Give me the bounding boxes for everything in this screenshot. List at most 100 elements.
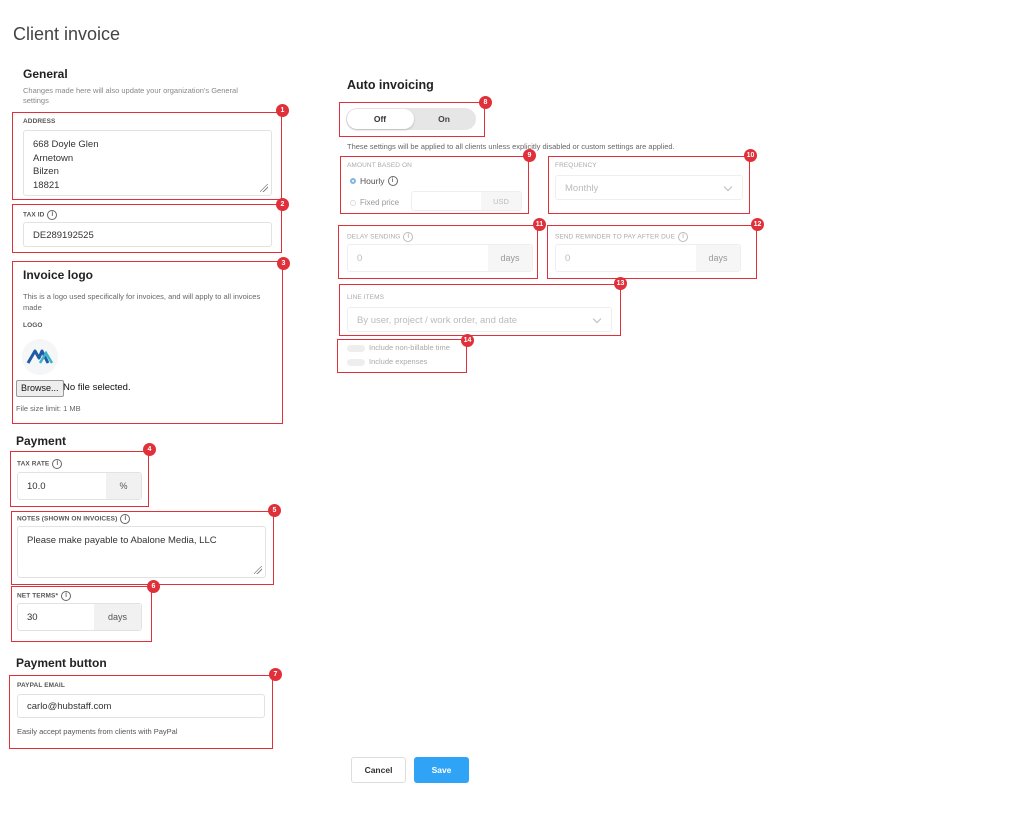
net-terms-value[interactable]: 30 <box>27 612 38 623</box>
highlight-frequency <box>548 156 750 214</box>
paypal-email-input[interactable]: carlo@hubstaff.com <box>17 694 265 718</box>
badge-9: 9 <box>523 149 536 162</box>
net-terms-field[interactable]: 30 days <box>17 603 142 631</box>
badge-6: 6 <box>147 580 160 593</box>
badge-2: 2 <box>276 198 289 211</box>
line-items-select[interactable]: By user, project / work order, and date <box>347 307 612 332</box>
browse-button[interactable]: Browse... <box>16 380 64 397</box>
tax-id-label: TAX IDi <box>23 210 58 220</box>
page-title: Client invoice <box>13 24 121 44</box>
highlight-tax-id <box>12 204 282 253</box>
badge-5: 5 <box>268 504 281 517</box>
include-nonbillable-label: Include non-billable time <box>369 343 450 352</box>
badge-14: 14 <box>461 334 474 347</box>
net-terms-label-text: NET TERMS* <box>17 592 59 600</box>
address-label: ADDRESS <box>23 118 56 125</box>
badge-7: 7 <box>269 668 282 681</box>
badge-10: 10 <box>744 149 757 162</box>
invoice-logo-title: Invoice logo <box>23 268 94 282</box>
include-expenses-toggle[interactable]: Include expenses <box>347 357 427 366</box>
badge-4: 4 <box>143 443 156 456</box>
chevron-down-icon <box>723 182 733 192</box>
toggle-switch-icon <box>347 344 365 352</box>
delay-label: DELAY SENDINGi <box>347 232 414 242</box>
frequency-value: Monthly <box>565 183 599 194</box>
address-line: 18821 <box>33 179 60 191</box>
address-line: 668 Doyle Glen <box>33 139 99 150</box>
info-icon[interactable]: i <box>120 514 131 524</box>
tax-rate-value[interactable]: 10.0 <box>27 481 46 492</box>
toggle-on-option[interactable]: On <box>438 114 450 124</box>
net-terms-unit: days <box>94 604 141 630</box>
highlight-address <box>12 112 282 200</box>
info-icon[interactable]: i <box>678 232 689 242</box>
badge-11: 11 <box>533 218 546 231</box>
radio-selected-icon <box>350 178 356 184</box>
highlight-delay-sending <box>338 225 538 279</box>
info-icon[interactable]: i <box>403 232 414 242</box>
address-line: Bilzen <box>33 166 59 177</box>
reminder-label: SEND REMINDER TO PAY AFTER DUEi <box>555 232 689 242</box>
info-icon[interactable]: i <box>387 176 398 186</box>
auto-invoicing-toggle[interactable]: Off On <box>346 108 476 130</box>
notes-value: Please make payable to Abalone Media, LL… <box>27 535 217 546</box>
frequency-label: FREQUENCY <box>555 162 597 169</box>
tax-rate-unit: % <box>106 473 141 499</box>
highlight-reminder <box>547 225 757 279</box>
cancel-button[interactable]: Cancel <box>351 757 406 783</box>
highlight-auto-toggle <box>339 102 485 137</box>
invoice-logo-description: This is a logo used specifically for inv… <box>23 292 261 312</box>
reminder-label-text: SEND REMINDER TO PAY AFTER DUE <box>555 233 676 241</box>
hourly-label: Hourly <box>360 176 385 186</box>
badge-13: 13 <box>614 277 627 290</box>
info-icon[interactable]: i <box>47 210 58 220</box>
delay-input[interactable]: 0 <box>357 253 363 264</box>
include-expenses-label: Include expenses <box>369 357 428 366</box>
highlight-line-items <box>339 284 621 336</box>
frequency-select[interactable]: Monthly <box>555 175 743 200</box>
auto-invoicing-title: Auto invoicing <box>347 78 434 92</box>
file-status: No file selected. <box>63 382 131 393</box>
chevron-down-icon <box>592 314 602 324</box>
info-icon[interactable]: i <box>52 459 63 469</box>
fixed-price-field[interactable]: USD <box>411 191 522 211</box>
net-terms-label: NET TERMS*i <box>17 591 72 601</box>
reminder-input[interactable]: 0 <box>565 253 571 264</box>
delay-unit: days <box>488 245 532 271</box>
resize-handle-icon[interactable] <box>254 566 262 574</box>
highlight-paypal <box>9 675 273 749</box>
highlight-net-terms <box>11 586 152 642</box>
notes-textarea[interactable]: Please make payable to Abalone Media, LL… <box>17 526 266 578</box>
paypal-label: PAYPAL EMAIL <box>17 682 65 689</box>
badge-8: 8 <box>479 96 492 109</box>
include-nonbillable-toggle[interactable]: Include non-billable time <box>347 343 450 352</box>
reminder-unit: days <box>696 245 740 271</box>
tax-rate-field[interactable]: 10.0 % <box>17 472 142 500</box>
tax-id-input[interactable]: DE289192525 <box>23 222 272 247</box>
notes-label-text: NOTES (SHOWN ON INVOICES) <box>17 515 118 523</box>
save-button[interactable]: Save <box>414 757 469 783</box>
address-textarea[interactable]: 668 Doyle Glen Arnetown Bilzen 18821 <box>23 130 272 196</box>
general-description: Changes made here will also update your … <box>23 86 238 105</box>
reminder-field[interactable]: 0 days <box>555 244 741 272</box>
delay-field[interactable]: 0 days <box>347 244 533 272</box>
file-size-limit: File size limit: 1 MB <box>16 404 81 413</box>
fixed-price-radio[interactable]: Fixed price <box>350 198 399 207</box>
general-title: General <box>23 67 68 81</box>
payment-button-title: Payment button <box>16 656 107 670</box>
currency-addon: USD <box>481 192 521 210</box>
auto-invoicing-note: These settings will be applied to all cl… <box>347 142 675 151</box>
line-items-label: LINE ITEMS <box>347 294 385 301</box>
info-icon[interactable]: i <box>61 591 72 601</box>
tax-id-label-text: TAX ID <box>23 211 45 219</box>
resize-handle-icon[interactable] <box>260 184 268 192</box>
amount-label: AMOUNT BASED ON <box>347 162 412 169</box>
address-line: Arnetown <box>33 152 74 164</box>
toggle-switch-icon <box>347 358 365 366</box>
line-items-value: By user, project / work order, and date <box>357 315 518 326</box>
highlight-invoice-logo <box>12 261 283 424</box>
delay-label-text: DELAY SENDING <box>347 233 401 241</box>
toggle-off-option[interactable]: Off <box>373 114 387 124</box>
highlight-includes <box>337 339 467 373</box>
